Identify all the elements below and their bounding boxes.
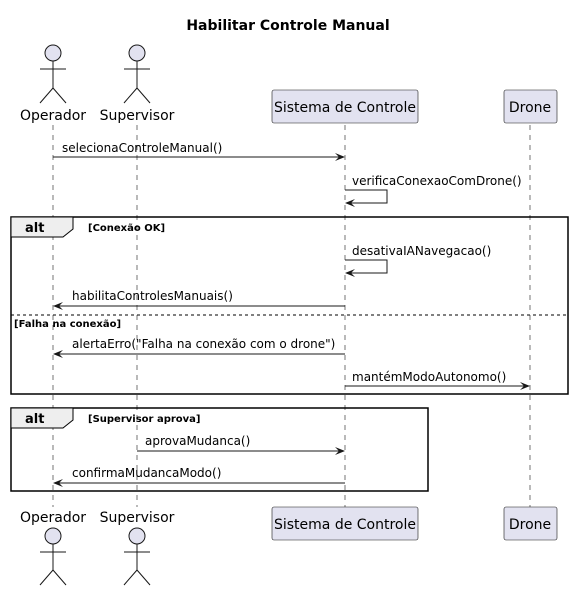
actor-supervisor-bottom <box>123 527 151 586</box>
message-label-4: habilitaControlesManuais() <box>72 289 233 303</box>
alt-frame-1-condition: [Conexão OK] <box>88 223 165 234</box>
alt-frame-2 <box>10 407 429 492</box>
participant-label-drone-bottom: Drone <box>509 517 551 533</box>
actor-label-operador-top: Operador <box>20 108 86 124</box>
diagram-title: Habilitar Controle Manual <box>186 18 389 34</box>
actor-operador-top <box>39 44 67 104</box>
alt-frame-1-tab <box>10 216 74 238</box>
actor-label-operador-bottom: Operador <box>20 510 86 526</box>
alt-frame-1-else-condition: [Falha na conexão] <box>14 319 121 330</box>
alt-frame-1-keyword: alt <box>25 221 44 236</box>
alt-frame-2-keyword: alt <box>25 412 44 427</box>
message-label-2: verificaConexaoComDrone() <box>352 174 522 188</box>
message-label-5: alertaErro("Falha na conexão com o drone… <box>72 337 335 351</box>
message-label-7: aprovaMudanca() <box>145 434 250 448</box>
actor-supervisor-top <box>123 44 151 104</box>
alt-frame-2-tab <box>10 407 74 429</box>
message-label-8: confirmaMudancaModo() <box>72 466 221 480</box>
participant-box-drone-top <box>503 89 558 124</box>
participant-box-drone-bottom <box>503 506 558 541</box>
participant-box-sistema-top <box>271 89 419 124</box>
participant-label-sistema-top: Sistema de Controle <box>274 100 416 116</box>
message-label-3: desativaIANavegacao() <box>352 244 491 258</box>
alt-frame-1 <box>10 216 569 395</box>
participant-label-sistema-bottom: Sistema de Controle <box>274 517 416 533</box>
participant-box-sistema-bottom <box>271 506 419 541</box>
actor-label-supervisor-top: Supervisor <box>100 108 175 124</box>
alt-frame-2-condition: [Supervisor aprova] <box>88 414 201 425</box>
message-label-6: mantémModoAutonomo() <box>352 370 506 384</box>
actor-operador-bottom <box>39 527 67 586</box>
message-arrow-3 <box>345 259 388 274</box>
participant-label-drone-top: Drone <box>509 100 551 116</box>
actor-label-supervisor-bottom: Supervisor <box>100 510 175 526</box>
message-arrow-2 <box>345 189 388 204</box>
message-label-1: selecionaControleManual() <box>62 141 222 155</box>
